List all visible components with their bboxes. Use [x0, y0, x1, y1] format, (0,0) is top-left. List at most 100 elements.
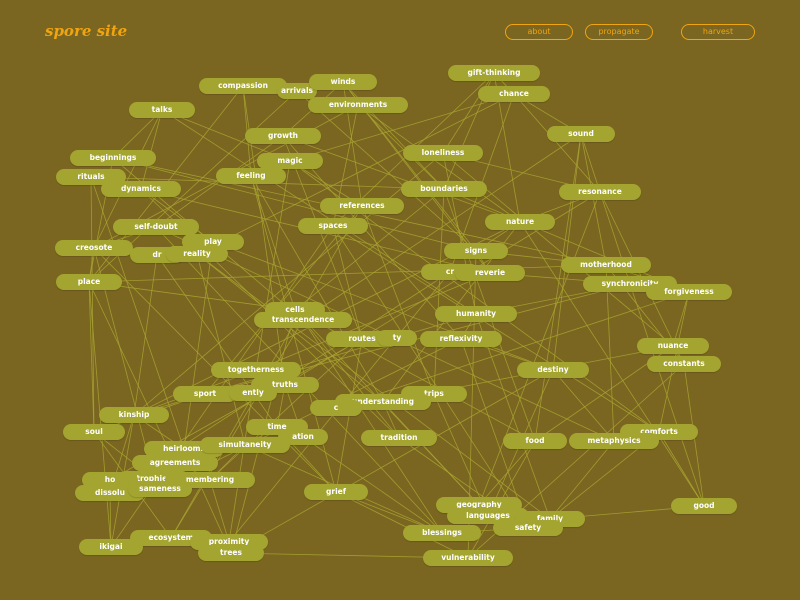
- node-blessings[interactable]: blessings: [403, 525, 481, 541]
- node-metaphysics[interactable]: metaphysics: [569, 433, 659, 449]
- graph-edge: [196, 93, 515, 255]
- node-destiny[interactable]: destiny: [517, 362, 589, 378]
- node-resonance[interactable]: resonance: [559, 184, 641, 200]
- node-trees[interactable]: trees: [198, 545, 264, 561]
- node-forgiveness[interactable]: forgiveness: [646, 284, 732, 300]
- harvest-button[interactable]: harvest: [681, 24, 755, 40]
- node-environments[interactable]: environments: [308, 97, 408, 113]
- node-gift-thinking[interactable]: gift-thinking: [448, 65, 540, 81]
- graph-edge: [88, 281, 296, 311]
- graph-edge: [552, 369, 615, 442]
- node-simultaneity[interactable]: simultaneity: [200, 437, 290, 453]
- node-dynamics[interactable]: dynamics: [101, 181, 181, 197]
- node-safety[interactable]: safety: [493, 520, 563, 536]
- about-button[interactable]: about: [505, 24, 573, 40]
- graph-edge: [93, 109, 163, 249]
- graph-edge: [255, 160, 291, 371]
- graph-edge: [196, 253, 246, 446]
- graph-edge: [282, 135, 521, 223]
- graph-edge: [196, 253, 384, 403]
- node-ation[interactable]: ation: [278, 429, 328, 445]
- graph-edge: [519, 221, 705, 507]
- graph-edge: [296, 90, 477, 252]
- graph-edge: [250, 175, 296, 311]
- node-sport[interactable]: sport: [173, 386, 237, 402]
- graph-edge: [282, 135, 462, 340]
- node-winds[interactable]: winds: [309, 74, 377, 90]
- node-nuance[interactable]: nuance: [637, 338, 709, 354]
- node-soul[interactable]: soul: [63, 424, 125, 440]
- node-arrivals[interactable]: arrivals: [277, 83, 317, 99]
- graph-edge: [140, 188, 214, 243]
- graph-edge: [443, 188, 690, 293]
- node-grief[interactable]: grief: [304, 484, 368, 500]
- node-humanity[interactable]: humanity: [435, 306, 517, 322]
- site-logo[interactable]: spore site: [45, 22, 128, 40]
- graph-edge: [549, 440, 615, 520]
- node-agreements[interactable]: agreements: [132, 455, 218, 471]
- top-navigation: about propagate harvest: [0, 24, 800, 42]
- node-boundaries[interactable]: boundaries: [401, 181, 487, 197]
- node-sameness[interactable]: sameness: [128, 481, 192, 497]
- node-ty[interactable]: ty: [377, 330, 417, 346]
- node-references[interactable]: references: [320, 198, 404, 214]
- node-loneliness[interactable]: loneliness: [403, 145, 483, 161]
- node-kinship[interactable]: kinship: [99, 407, 169, 423]
- node-beginnings[interactable]: beginnings: [70, 150, 156, 166]
- node-talks[interactable]: talks: [129, 102, 195, 118]
- node-constants[interactable]: constants: [647, 356, 721, 372]
- node-place[interactable]: place: [56, 274, 122, 290]
- node-growth[interactable]: growth: [245, 128, 321, 144]
- node-spaces[interactable]: spaces: [298, 218, 368, 234]
- node-ikigai[interactable]: ikigai: [79, 539, 143, 555]
- graph-edge: [88, 281, 95, 433]
- node-signs[interactable]: signs: [444, 243, 508, 259]
- node-reality[interactable]: reality: [166, 246, 228, 262]
- graph-edge: [302, 319, 443, 534]
- graph-edge: [90, 176, 95, 433]
- node-nature[interactable]: nature: [485, 214, 555, 230]
- node-vulnerability[interactable]: vulnerability: [423, 550, 513, 566]
- graph-edge: [161, 109, 291, 162]
- graph-edge: [161, 109, 477, 315]
- node-compassion[interactable]: compassion: [199, 78, 287, 94]
- graph-edge: [302, 319, 400, 439]
- node-feeling[interactable]: feeling: [216, 168, 286, 184]
- node-magic[interactable]: magic: [257, 153, 323, 169]
- node-reflexivity[interactable]: reflexivity: [420, 331, 502, 347]
- node-c[interactable]: c: [310, 400, 362, 416]
- graph-edge: [289, 93, 515, 162]
- graph-edge: [133, 152, 444, 416]
- node-chance[interactable]: chance: [478, 86, 550, 102]
- graph-edge: [357, 104, 445, 190]
- node-creosote[interactable]: creosote: [55, 240, 133, 256]
- node-dissolu[interactable]: dissolu: [75, 485, 145, 501]
- node-self-doubt[interactable]: self-doubt: [113, 219, 199, 235]
- node-transcendence[interactable]: transcendence: [254, 312, 352, 328]
- graph-edge: [357, 104, 521, 223]
- node-motherhood[interactable]: motherhood: [561, 257, 651, 273]
- node-food[interactable]: food: [503, 433, 567, 449]
- node-ently[interactable]: ently: [229, 385, 277, 401]
- graph-edge: [255, 272, 491, 371]
- graph-edge: [196, 253, 551, 520]
- graph-edge: [170, 319, 304, 539]
- propagate-button[interactable]: propagate: [585, 24, 653, 40]
- node-good[interactable]: good: [671, 498, 737, 514]
- graph-edge: [250, 175, 384, 403]
- node-tradition[interactable]: tradition: [361, 430, 437, 446]
- node-ho[interactable]: ho: [82, 472, 138, 488]
- graph-edge: [513, 93, 601, 193]
- node-togetherness[interactable]: togetherness: [211, 362, 301, 378]
- graph-edge: [361, 205, 435, 395]
- graph-edge: [140, 109, 163, 190]
- graph-edge: [183, 241, 214, 450]
- node-reverie[interactable]: reverie: [455, 265, 525, 281]
- graph-edge: [335, 491, 469, 559]
- graph-edge: [209, 479, 230, 543]
- graph-edge: [209, 338, 363, 481]
- node-sound[interactable]: sound: [547, 126, 615, 142]
- graph-edge: [658, 431, 705, 507]
- graph-edge: [332, 225, 660, 433]
- graph-edge: [605, 264, 615, 442]
